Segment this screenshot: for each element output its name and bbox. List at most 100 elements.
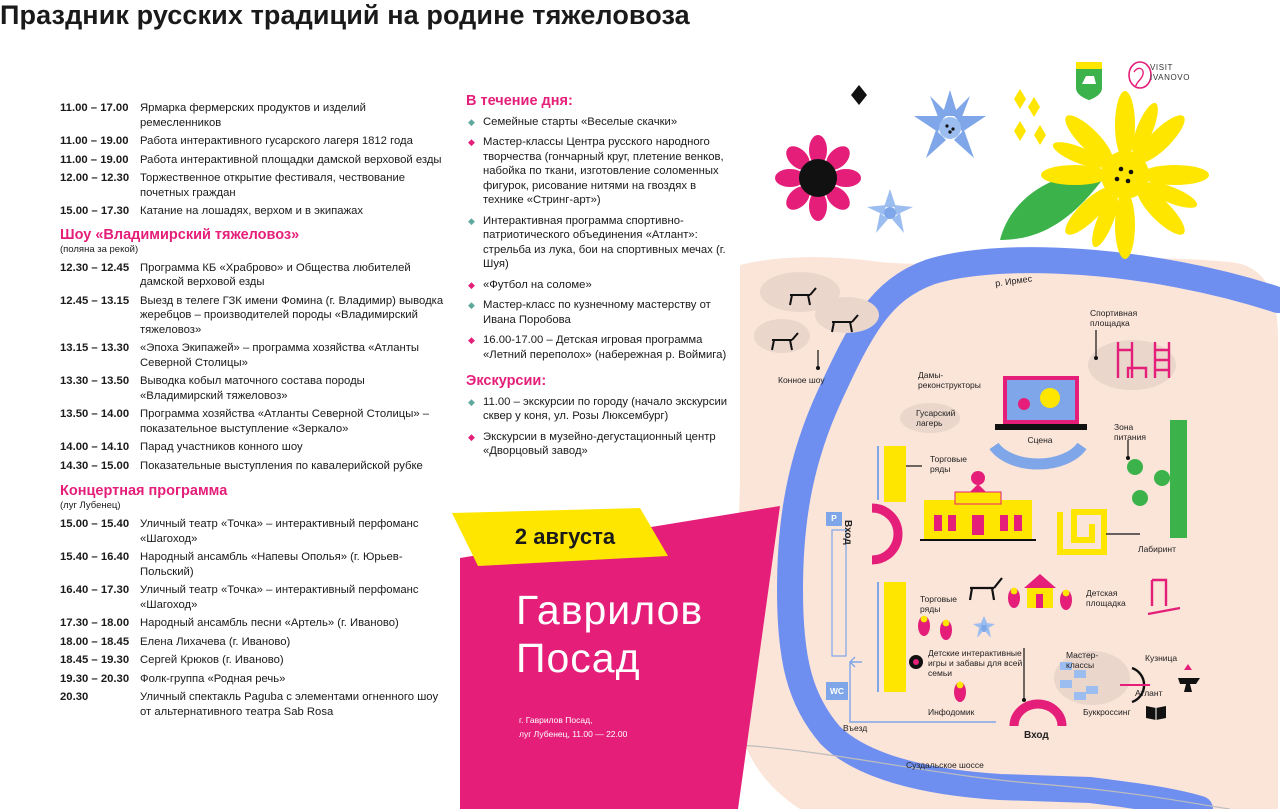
diamond-bullet-icon: ◆ <box>468 215 475 226</box>
schedule-time: 12.30 – 12.45 <box>60 261 130 274</box>
schedule-description: Выезд в телеге ГЗК имени Фомина (г. Влад… <box>140 294 444 336</box>
book-icon <box>1146 706 1166 720</box>
schedule-description: Программа КБ «Храброво» и Общества любит… <box>140 261 411 289</box>
parking-lane <box>831 529 847 657</box>
schedule-description: Показательные выступления по кавалерийск… <box>140 459 423 472</box>
show-schedule: 12.30 – 12.45 Программа КБ «Храброво» и О… <box>60 261 450 474</box>
stage-icon <box>995 376 1087 430</box>
date-banner-bg <box>452 508 668 566</box>
logo-line-2: IVANOVO <box>1150 73 1191 82</box>
schedule-time: 12.00 – 12.30 <box>60 172 130 184</box>
diamond-black <box>851 85 867 105</box>
activity-text: Экскурсии в музейно-дегустационный центр… <box>483 430 716 458</box>
horse-show-area <box>754 272 879 353</box>
activity-text: 16.00-17.00 – Детская игровая программа … <box>483 334 727 361</box>
activity-text: Интерактивная программа спортивно-патрио… <box>483 214 726 271</box>
city-banner <box>460 506 780 809</box>
horse-icon <box>968 577 1003 601</box>
activity-text: «Футбол на соломе» <box>483 278 592 291</box>
horse-show-label: Конное шоу <box>778 375 825 385</box>
venue-info: г. Гаврилов Посад, луг Лубенец, 11.00 — … <box>519 713 627 741</box>
bow-icon <box>1120 666 1150 704</box>
stage-label: Сцена <box>1027 435 1053 445</box>
schedule-description: Катание на лошадях, верхом и в экипажах <box>140 205 364 217</box>
schedule-description: Парад участников конного шоу <box>140 441 303 453</box>
entrance-side-label: Вход <box>842 520 853 545</box>
activity-item: ◆ Мастер-классы Центра русского народного… <box>466 135 736 208</box>
diamond-yellow-3 <box>1014 121 1026 141</box>
activity-item: ◆ Интерактивная программа спортивно-патри… <box>466 214 736 272</box>
activity-item: ◆ 11.00 – экскурсии по городу (начало экс… <box>466 395 736 424</box>
schedule-time: 20.30 <box>60 691 89 703</box>
schedule-row: 12.00 – 12.30 Торжественное открытие фест… <box>60 171 450 200</box>
page-title: Праздник русских традиций на родине тяже… <box>0 0 690 30</box>
schedule-time: 15.00 – 15.40 <box>60 518 130 530</box>
activity-text: 11.00 – экскурсии по городу (начало экск… <box>483 395 728 423</box>
day-heading: В течение дня: <box>466 93 573 109</box>
schedule-description: Ярмарка фермерских продуктов и изделий р… <box>140 102 366 129</box>
concert-subtitle: (луг Лубенец) <box>60 500 121 511</box>
show-heading: Шоу «Владимирский тяжеловоз» <box>60 226 300 243</box>
diamond-bullet-icon: ◆ <box>468 396 475 407</box>
anvil-icon <box>1178 664 1200 692</box>
izba-icon <box>1024 574 1056 608</box>
schedule-time: 18.45 – 19.30 <box>60 654 130 666</box>
schedule-description: Уличный театр «Точка» – интерактивный пе… <box>140 518 419 545</box>
river <box>776 247 1280 809</box>
schedule-description: Программа хозяйства «Атланты Северной Ст… <box>140 408 430 435</box>
schedule-description: Уличный спектакль Paguba с элементами ог… <box>140 691 439 718</box>
activity-item: ◆«Футбол на соломе» <box>466 278 736 293</box>
yellow-flower <box>1041 91 1209 259</box>
palace-icon <box>920 471 1036 541</box>
amphitheatre <box>989 442 1087 470</box>
maze-label: Лабиринт <box>1138 544 1176 554</box>
hussar-camp-area <box>900 403 960 433</box>
entrance-arc-side <box>871 503 903 565</box>
schedule-time: 13.15 – 13.30 <box>60 342 130 354</box>
excursion-list: ◆ 11.00 – экскурсии по городу (начало экс… <box>466 395 736 459</box>
bookcrossing-label: Буккроссинг <box>1083 707 1131 717</box>
food-zone-bar <box>1170 420 1187 538</box>
kids-games-label: Детские интерактивные игры и забавы для … <box>928 648 1023 678</box>
masterclass-blocks <box>1060 662 1098 700</box>
entrance-bottom-label: Вход <box>1024 730 1049 741</box>
small-cornflower <box>867 189 913 233</box>
diamond-bullet-icon: ◆ <box>468 137 475 147</box>
activity-text: Мастер-класс по кузнечному мастерству от… <box>483 299 711 326</box>
schedule-description: «Эпоха Экипажей» – программа хозяйства «… <box>140 342 420 369</box>
diamond-bullet-icon: ◆ <box>468 300 475 310</box>
exit-label: Въезд <box>843 723 868 733</box>
activities-column: В течение дня: ◆ Семейные старты «Веселые… <box>466 94 736 465</box>
small-flower-2 <box>909 655 923 669</box>
visit-ivanovo-logo: VISIT IVANOVO <box>1150 63 1190 83</box>
schedule-time: 18.00 – 18.45 <box>60 635 130 648</box>
schedule-description: Народный ансамбль «Напевы Ополья» (г. Юр… <box>140 551 403 578</box>
schedule-description: Выводка кобыл маточного состава породы «… <box>140 375 365 402</box>
maze-icon <box>1057 509 1107 555</box>
diamond-bullet-icon: ◆ <box>468 431 475 442</box>
atlant-label: Атлант <box>1135 688 1163 698</box>
activity-text: Мастер-классы Центра русского народного … <box>483 136 724 206</box>
schedule-description: Торжественное открытие фестиваля, чество… <box>140 172 406 199</box>
reenactors-label: Дамы-реконструкторы <box>918 370 981 390</box>
schedule-description: Уличный театр «Точка» – интерактивный пе… <box>140 584 419 611</box>
activity-text: Семейные старты «Веселые скачки» <box>483 115 678 128</box>
pink-flower <box>775 135 861 221</box>
highway-label: Суздальское шоссе <box>906 760 984 770</box>
sports-label: Спортивная площадка <box>1090 308 1138 328</box>
masterclass-area <box>1054 651 1130 705</box>
show-subtitle: (поляна за рекой) <box>60 243 139 255</box>
